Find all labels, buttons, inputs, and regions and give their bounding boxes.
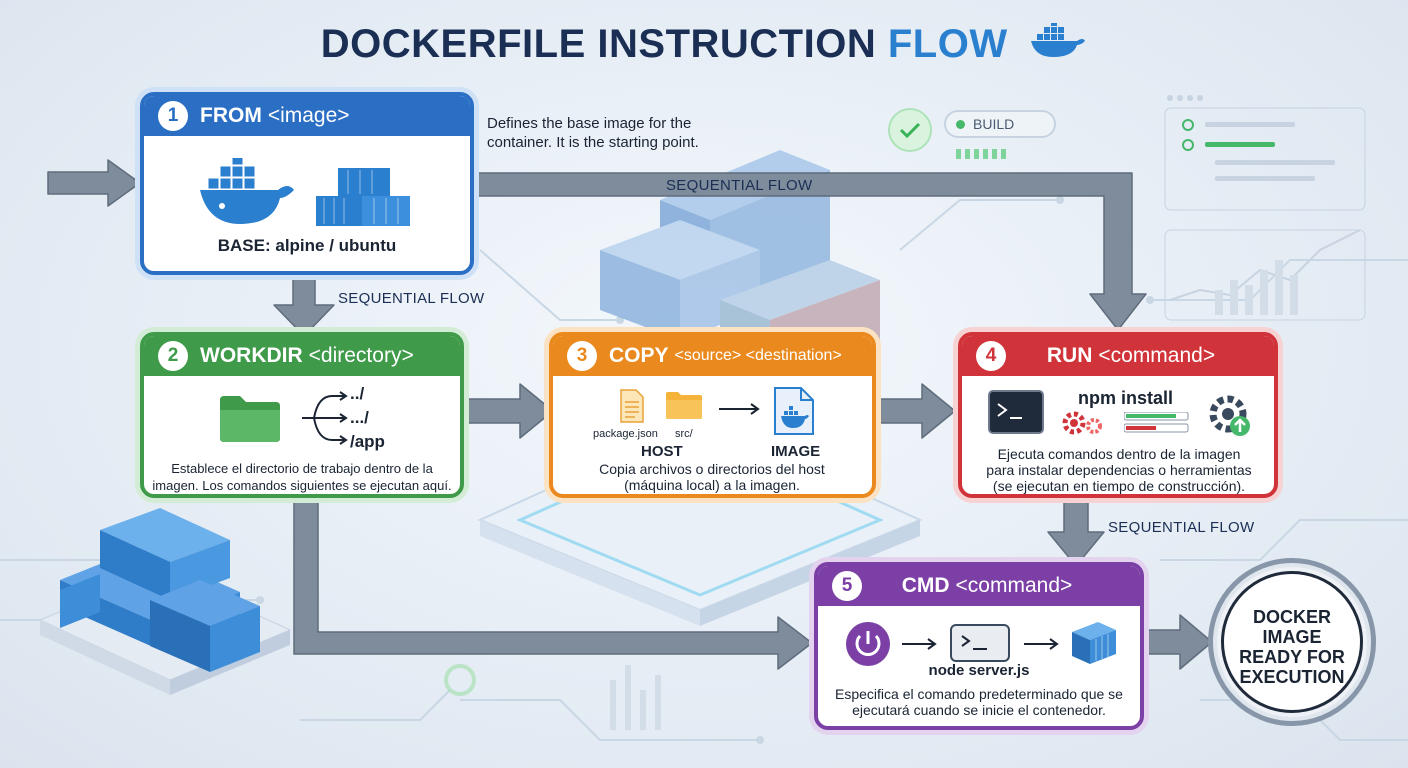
step-header-from: 1 FROM <image> [144, 96, 470, 136]
result-line-4: EXECUTION [1239, 667, 1345, 687]
arrow-right-icon [719, 402, 761, 421]
flow-label-top: SEQUENTIAL FLOW [666, 177, 813, 194]
folder-icon [218, 392, 282, 449]
title-main: DOCKERFILE INSTRUCTION [320, 22, 877, 66]
step-description: Especifica el comando predeterminado que… [835, 686, 1123, 718]
terminal-icon [988, 390, 1044, 439]
step-argument: <command> [1098, 344, 1216, 367]
docker-whale-icon [1029, 20, 1087, 69]
folder-icon [665, 390, 703, 425]
branch-arrows-icon [302, 390, 352, 451]
step-header-cmd: 5 CMD<command> [818, 566, 1140, 606]
arrow-right-icon [902, 637, 938, 656]
arrow-from-to-run [467, 172, 1147, 331]
base-detail: BASE: alpine / ubuntu [217, 236, 397, 255]
entry-arrow [47, 159, 141, 207]
arrow-right-icon [1024, 637, 1060, 656]
step-header-workdir: 2 WORKDIR <directory> [144, 336, 460, 376]
cmd-command: node server.js [928, 662, 1030, 679]
gears-icon [1060, 406, 1106, 445]
path-1: ../ [350, 384, 365, 403]
step-keyword: WORKDIR [200, 344, 303, 367]
path-3: /app [350, 432, 385, 451]
step-argument: <command> [955, 574, 1073, 597]
arrow-cmd-to-result [1143, 614, 1213, 670]
step-card-from: 1 FROM <image> BASE: alpine / ubuntu [140, 92, 474, 275]
file-package-json: package.json [593, 428, 658, 440]
arrow-run-to-cmd [1047, 499, 1105, 567]
document-icon [619, 388, 645, 429]
left-container-stack [38, 508, 292, 695]
step-card-cmd: 5 CMD<command> node server.js Especifica… [814, 562, 1144, 730]
step-number: 5 [832, 571, 862, 601]
status-dot-icon [956, 119, 965, 129]
docker-whale-icon [196, 153, 296, 231]
run-command: npm install [1078, 388, 1174, 408]
step-number: 4 [976, 341, 1006, 371]
arrow-copy-to-run [873, 383, 956, 439]
terminal-icon [950, 624, 1010, 667]
step-keyword: CMD [901, 574, 950, 597]
build-status-pill: BUILD [944, 110, 1056, 138]
result-line-1: DOCKER [1252, 607, 1331, 627]
step-card-copy: 3 COPY <source> <destination> package.js… [549, 332, 876, 498]
step-argument: <directory> [308, 344, 414, 367]
flow-label-right: SEQUENTIAL FLOW [1108, 519, 1255, 536]
arrow-from-to-workdir [273, 274, 335, 337]
step-number: 2 [158, 341, 188, 371]
docker-file-icon [773, 386, 815, 441]
gear-upload-icon [1206, 392, 1254, 445]
step-keyword: RUN [1046, 344, 1093, 367]
host-label: HOST [641, 443, 683, 460]
bottom-bars-decoration [610, 665, 661, 730]
page-title: DOCKERFILE INSTRUCTION FLOW [0, 20, 1408, 69]
step-card-workdir: 2 WORKDIR <directory> ../ .../ /app Esta… [140, 332, 464, 498]
container-stack-icon [312, 162, 416, 235]
step-header-copy: 3 COPY <source> <destination> [553, 336, 872, 376]
step-argument: <image> [267, 104, 350, 127]
title-accent: FLOW [887, 22, 1008, 66]
build-progress-ticks [956, 146, 1016, 164]
image-label: IMAGE [771, 443, 821, 460]
result-circle: DOCKER IMAGE READY FOR EXECUTION [1208, 558, 1376, 726]
step-description: Copia archivos o directorios del host (m… [599, 461, 825, 493]
result-line-2: IMAGE [1262, 627, 1322, 647]
step-number: 1 [158, 101, 188, 131]
file-src: src/ [675, 428, 693, 440]
result-inner-ring [1221, 571, 1363, 713]
ring-decoration [444, 664, 476, 696]
power-icon [844, 620, 892, 673]
right-dashboard-decoration [1164, 95, 1366, 321]
result-text: DOCKER IMAGE READY FOR EXECUTION [1213, 607, 1371, 687]
from-side-note: Defines the base image for the container… [487, 115, 699, 151]
step-header-run: 4 RUN<command> [962, 336, 1274, 376]
step-keyword: FROM [200, 104, 262, 127]
build-check-icon [888, 108, 932, 152]
arrow-workdir-to-copy [463, 383, 554, 439]
step-description: Establece el directorio de trabajo dentr… [152, 461, 452, 493]
center-container-stack [600, 150, 880, 380]
step-card-run: 4 RUN<command> npm install Ejecuta coman… [958, 332, 1278, 498]
arrow-workdir-to-cmd [293, 497, 813, 670]
result-line-3: READY FOR [1239, 647, 1345, 667]
flow-label-left: SEQUENTIAL FLOW [338, 290, 485, 307]
step-number: 3 [567, 341, 597, 371]
build-label: BUILD [973, 116, 1015, 132]
step-argument: <source> <destination> [674, 347, 842, 364]
step-description: Ejecuta comandos dentro de la imagen par… [986, 446, 1252, 494]
path-2: .../ [350, 408, 369, 427]
container-icon [1068, 618, 1120, 673]
install-progress-bars [1123, 411, 1190, 439]
step-keyword: COPY [609, 344, 669, 367]
